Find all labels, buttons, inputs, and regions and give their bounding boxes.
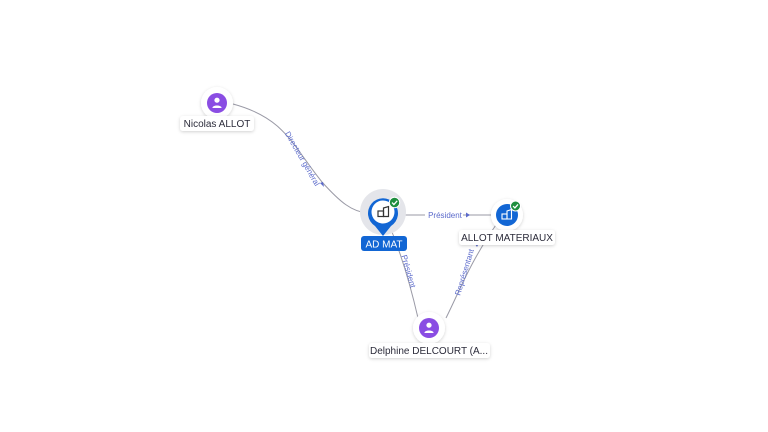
node-label-allot: ALLOT MATERIAUX bbox=[461, 233, 553, 244]
node-label-admat: AD MAT bbox=[365, 240, 402, 251]
node-delphine-delcourt[interactable]: Delphine DELCOURT (A... bbox=[369, 312, 490, 358]
node-label-nicolas: Nicolas ALLOT bbox=[184, 119, 251, 130]
edge-admat-allot[interactable]: Président bbox=[398, 209, 492, 221]
edge-arrow-icon bbox=[320, 182, 324, 187]
node-allot-materiaux[interactable]: ALLOT MATERIAUX bbox=[459, 199, 555, 245]
edge-label-directeur-general: Directeur général bbox=[283, 130, 322, 188]
edge-label-representant: Représentant bbox=[453, 247, 476, 296]
node-label-delphine: Delphine DELCOURT (A... bbox=[370, 346, 488, 357]
company-icon bbox=[377, 205, 390, 218]
node-nicolas-allot[interactable]: Nicolas ALLOT bbox=[180, 87, 254, 131]
check-icon bbox=[510, 200, 521, 212]
person-icon bbox=[212, 97, 222, 108]
check-icon bbox=[388, 196, 401, 209]
edge-arrow-icon bbox=[466, 212, 470, 218]
person-icon bbox=[424, 322, 434, 333]
edge-label-president-top: Président bbox=[428, 211, 463, 220]
edge-label-president-bottom: Président bbox=[399, 254, 417, 290]
node-ad-mat[interactable]: AD MAT bbox=[360, 189, 407, 251]
